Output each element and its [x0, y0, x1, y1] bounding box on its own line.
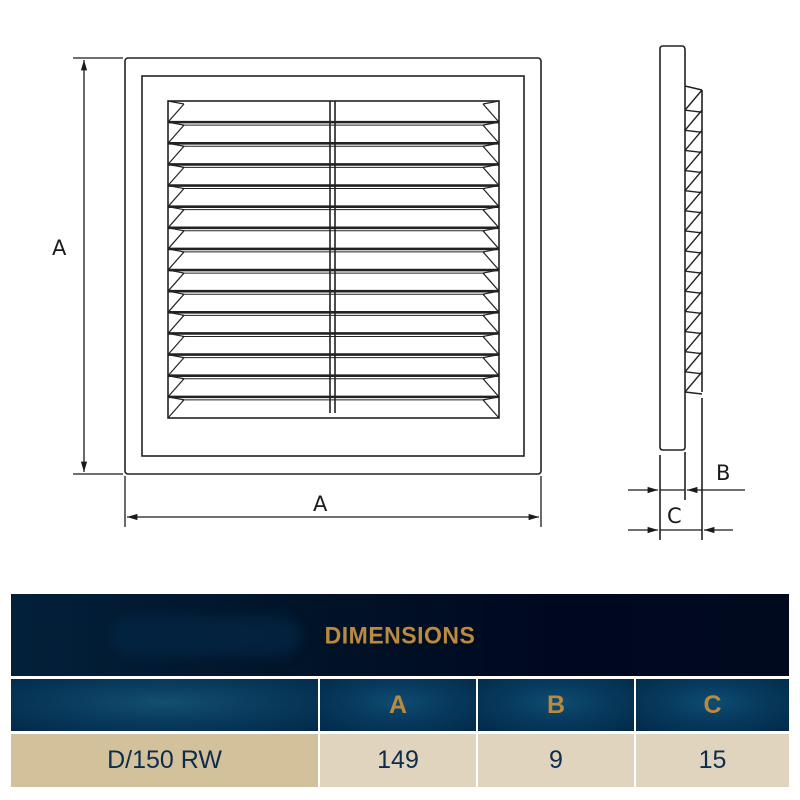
front-view	[124, 57, 542, 475]
column-header-model	[11, 679, 318, 731]
column-header-a: A	[320, 679, 476, 731]
dimension-a-horizontal	[124, 476, 542, 527]
technical-drawing: A A B C	[52, 45, 745, 540]
dimension-label-a-horizontal: A	[313, 492, 328, 516]
side-dimensions	[628, 486, 745, 534]
dimensions-table: DIMENSIONS A B C D/150 RW 149 9 15	[11, 594, 789, 787]
dimension-label-c: C	[667, 504, 682, 528]
table-title: DIMENSIONS	[324, 620, 476, 649]
grille-drawing-svg	[73, 45, 745, 540]
table-row: D/150 RW 149 9 15	[11, 734, 789, 787]
blurred-logo	[111, 616, 301, 656]
column-header-c: C	[636, 679, 789, 731]
cell-model: D/150 RW	[11, 734, 318, 787]
dimension-label-b: B	[716, 461, 731, 485]
cell-a: 149	[320, 734, 476, 787]
dimension-a-vertical	[73, 57, 123, 475]
side-view	[659, 45, 703, 540]
cell-c: 15	[636, 734, 789, 787]
column-header-b: B	[478, 679, 634, 731]
cell-b: 9	[478, 734, 634, 787]
dimension-label-a-vertical: A	[52, 236, 67, 260]
table-title-bar: DIMENSIONS	[11, 594, 789, 676]
column-header-row: A B C	[11, 679, 789, 731]
